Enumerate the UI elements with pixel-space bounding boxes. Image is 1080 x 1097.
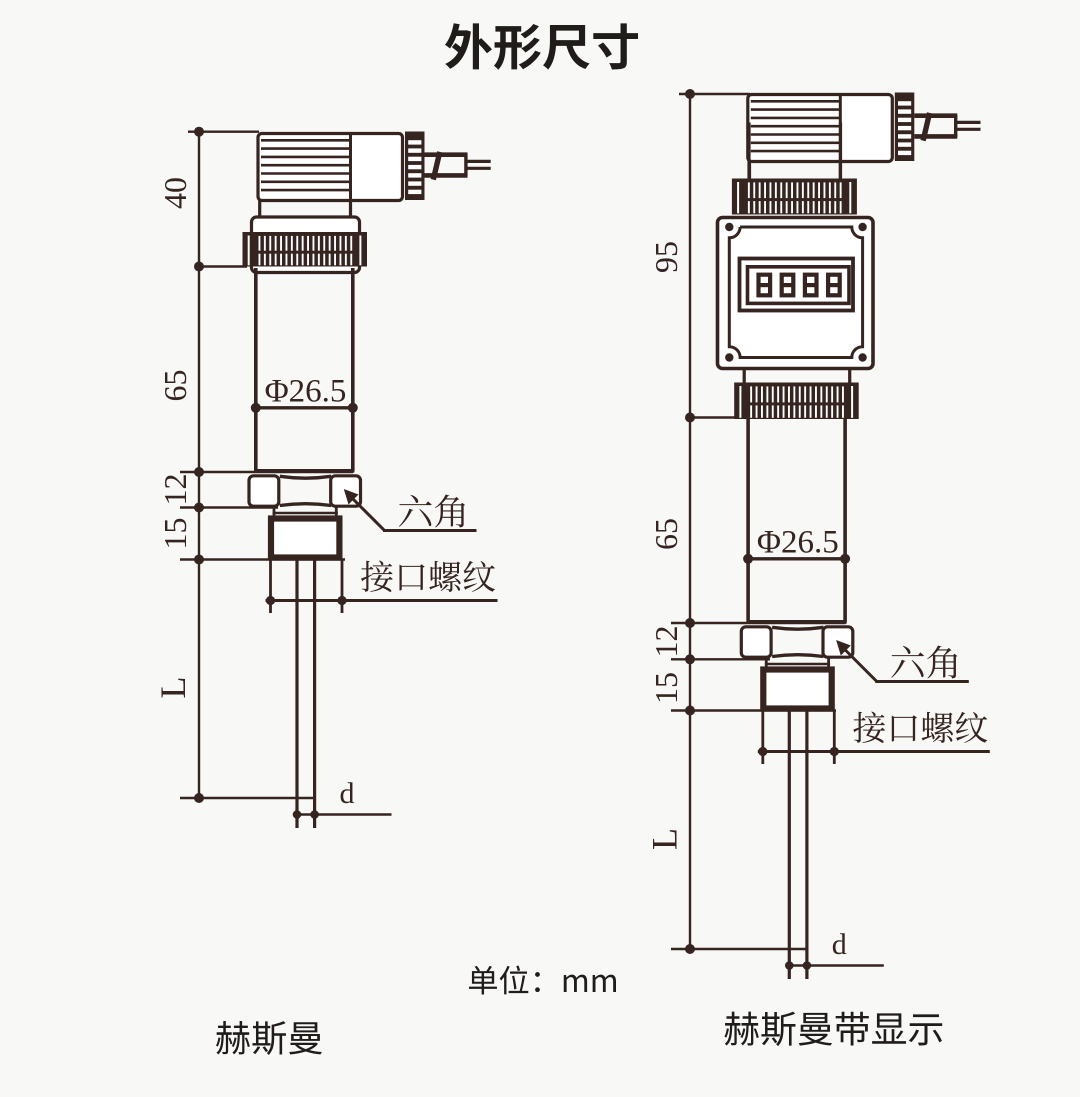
svg-text:12: 12 xyxy=(157,474,193,506)
svg-text:Φ26.5: Φ26.5 xyxy=(265,373,347,409)
svg-text:L: L xyxy=(153,677,193,699)
svg-text:d: d xyxy=(832,928,847,961)
svg-text:15: 15 xyxy=(648,672,684,704)
svg-text:15: 15 xyxy=(157,518,193,550)
svg-text:95: 95 xyxy=(648,241,684,273)
svg-text:40: 40 xyxy=(157,177,193,209)
svg-text:65: 65 xyxy=(648,518,684,550)
svg-text:65: 65 xyxy=(157,370,193,402)
svg-text:12: 12 xyxy=(648,626,684,658)
svg-text:d: d xyxy=(340,777,355,810)
svg-text:Φ26.5: Φ26.5 xyxy=(757,524,839,560)
svg-text:L: L xyxy=(645,828,685,850)
